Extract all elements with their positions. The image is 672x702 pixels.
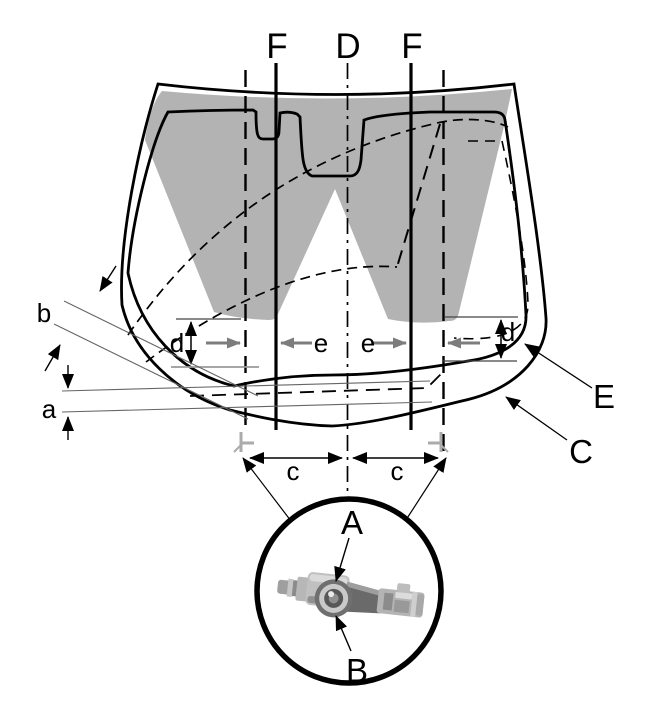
b-lower-extension-line: [53, 323, 249, 420]
construction-lines: [244, 63, 445, 497]
dimension-a: [61, 365, 433, 440]
label-dim-d-left: d: [170, 328, 184, 358]
windshield-inner-edge: [126, 108, 528, 388]
label-D-centerline: D: [335, 27, 360, 66]
detail-leader-left: [242, 457, 292, 522]
label-dim-d-right: d: [501, 317, 515, 347]
label-dim-c-right: c: [391, 456, 404, 486]
a-lower-extension-line: [61, 401, 433, 413]
wiper-arc-outer: [127, 118, 509, 336]
callout-e-leader: [524, 343, 593, 389]
glass-inner-boundary-dashed: [453, 140, 529, 340]
b-upper-extension-line: [63, 300, 259, 397]
label-dim-c-left: c: [287, 456, 300, 486]
wiper-blade-upright-position: [396, 123, 441, 268]
callout-c-leader: [505, 396, 568, 441]
left-nozzle-marker: [233, 432, 254, 453]
detail-leader-right: [403, 457, 447, 524]
label-callout-A: A: [341, 504, 363, 541]
nozzle-position-markers: [233, 432, 449, 524]
dimension-d-right: [443, 316, 518, 362]
label-dim-e-left: e: [314, 328, 328, 358]
label-dim-e-right: e: [361, 328, 375, 358]
labels: F D F b a d d e e c c E C A B: [37, 27, 615, 689]
label-dim-b: b: [37, 298, 51, 328]
edge-callouts: [505, 343, 593, 441]
washer-nozzle-illustration: [277, 572, 425, 618]
wiper-blade-park-position: [189, 371, 444, 397]
b-arrow-lower: [44, 344, 61, 372]
windshield-outlines: [120, 82, 548, 428]
a-upper-extension-line: [61, 380, 431, 392]
label-callout-C: C: [569, 433, 593, 470]
dimension-b: [44, 265, 259, 420]
dimension-d-left: [171, 318, 259, 368]
label-callout-B: B: [346, 652, 368, 689]
callout-a-leader: [334, 537, 350, 582]
label-F-right: F: [401, 27, 422, 66]
label-F-left: F: [266, 27, 287, 66]
spray-zones: [145, 89, 512, 323]
label-callout-E: E: [593, 378, 615, 415]
label-dim-a: a: [42, 394, 57, 424]
right-nozzle-marker: [428, 432, 449, 453]
callout-b-leader: [335, 615, 352, 652]
nozzle-detail-inset: [254, 496, 444, 686]
windshield-outer-edge: [120, 82, 548, 428]
b-arrow-upper: [99, 265, 117, 292]
spray-zone-shape: [145, 89, 512, 323]
